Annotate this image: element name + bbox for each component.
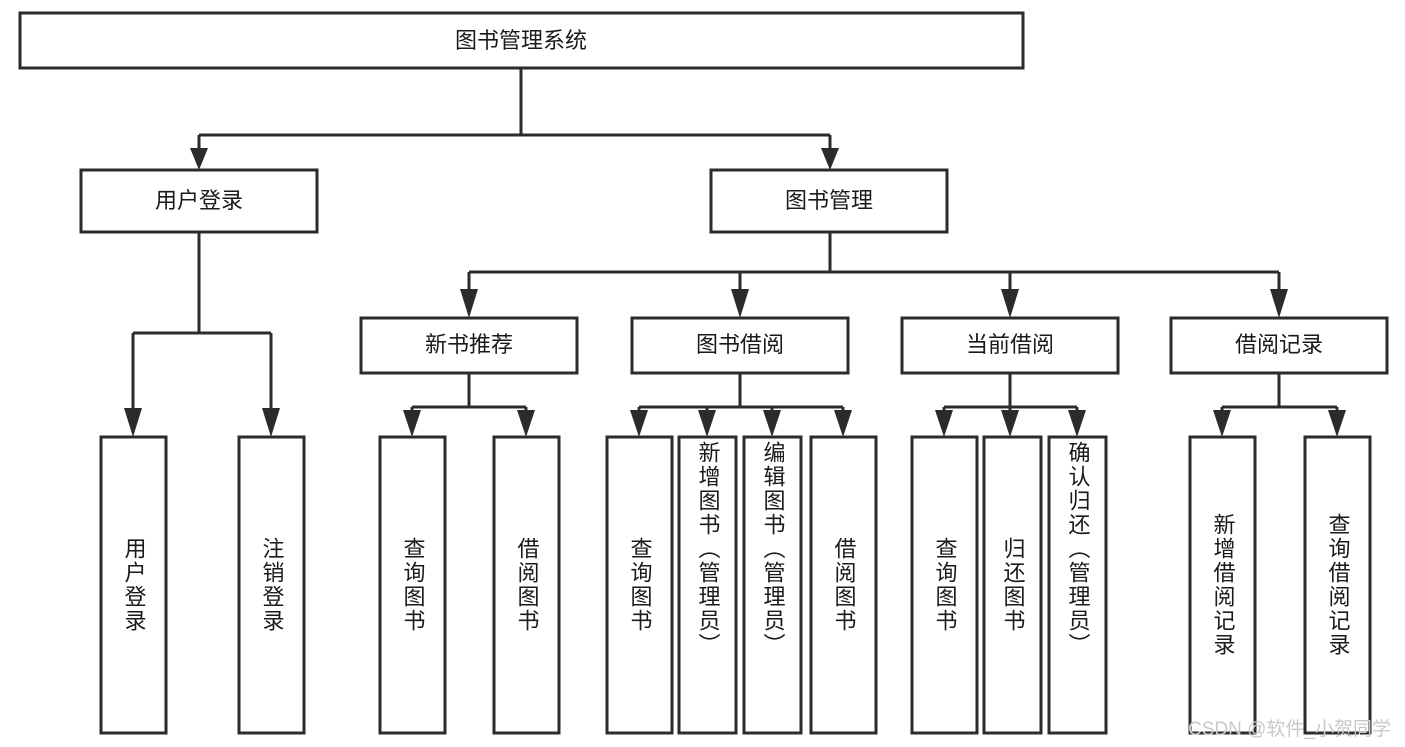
node-box-leaf-query-book-3[interactable] [910, 435, 979, 735]
arrow-head-leaf-query-borrow-record [1328, 410, 1346, 437]
node-box-leaf-add-book[interactable] [677, 435, 738, 735]
arrow-head-current-borrow [1001, 289, 1019, 318]
node-box-book-management[interactable] [709, 168, 949, 234]
arrow-head-leaf-borrow-book-2 [834, 410, 852, 437]
node-box-leaf-edit-book[interactable] [742, 435, 803, 735]
arrow-head-leaf-query-book-3 [935, 410, 953, 437]
node-box-leaf-borrow-book-1[interactable] [492, 435, 561, 735]
arrow-head-leaf-query-book-2 [630, 410, 648, 437]
node-box-leaf-confirm-return[interactable] [1047, 435, 1108, 735]
node-box-new-book-recommend[interactable] [359, 316, 579, 375]
arrow-head-leaf-user-login [124, 408, 142, 437]
node-box-leaf-query-borrow-record[interactable] [1303, 435, 1372, 735]
arrow-head-user-login [190, 148, 208, 170]
node-box-leaf-borrow-book-2[interactable] [809, 435, 878, 735]
arrow-head-leaf-return-book [1001, 410, 1019, 437]
horizontal-label-group: 图书管理系统 用户登录 图书管理 新书推荐 图书借阅 当前借阅 借阅记录 [155, 28, 1323, 357]
label-borrow-record: 借阅记录 [1235, 332, 1323, 357]
node-box-title[interactable] [18, 11, 1025, 70]
arrow-head-book-borrow [731, 289, 749, 318]
arrow-head-new-book-recommend [460, 289, 478, 318]
arrow-head-leaf-edit-book [763, 410, 781, 437]
node-box-borrow-record[interactable] [1169, 316, 1389, 375]
label-book-borrow: 图书借阅 [696, 332, 784, 357]
arrow-head-leaf-add-borrow-record [1213, 410, 1231, 437]
connector-group [124, 68, 1346, 437]
arrow-head-leaf-query-book-1 [403, 410, 421, 437]
watermark: CSDN @软件_小贺同学 [1188, 719, 1391, 740]
node-box-leaf-add-borrow-record[interactable] [1188, 435, 1257, 735]
node-box-leaf-query-book-1[interactable] [378, 435, 447, 735]
node-box-leaf-query-book-2[interactable] [605, 435, 674, 735]
node-box-leaf-return-book[interactable] [982, 435, 1043, 735]
arrow-head-leaf-add-book [698, 410, 716, 437]
label-new-book-recommend: 新书推荐 [425, 332, 513, 357]
arrow-head-leaf-logout-login [262, 408, 280, 437]
node-box-current-borrow[interactable] [900, 316, 1120, 375]
node-box-leaf-logout-login[interactable] [237, 435, 306, 735]
arrow-head-book-management [821, 148, 839, 170]
arrow-head-borrow-record [1270, 289, 1288, 318]
label-book-management: 图书管理 [785, 188, 873, 213]
arrow-head-leaf-confirm-return [1068, 410, 1086, 437]
node-box-user-login[interactable] [79, 168, 319, 234]
node-box-leaf-user-login[interactable] [99, 435, 168, 735]
label-user-login: 用户登录 [155, 188, 243, 213]
node-box-book-borrow[interactable] [630, 316, 850, 375]
arrow-head-leaf-borrow-book-1 [517, 410, 535, 437]
node-group [18, 11, 1389, 735]
label-current-borrow: 当前借阅 [966, 332, 1054, 357]
label-title: 图书管理系统 [455, 28, 587, 53]
